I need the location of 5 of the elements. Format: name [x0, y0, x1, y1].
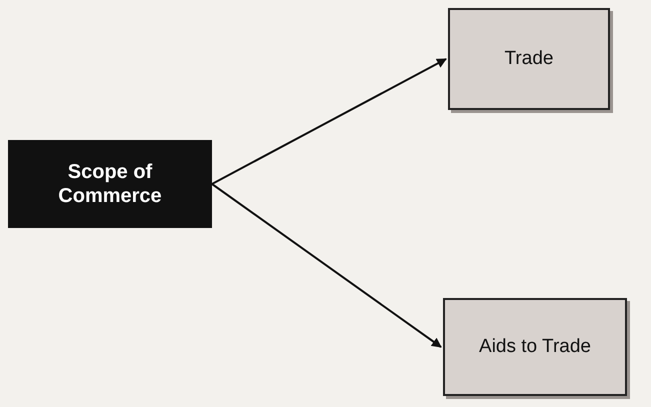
process-box: Scope of Commerce: [8, 140, 212, 228]
process-box: Aids to Trade: [443, 298, 627, 396]
process-box: Trade: [448, 8, 610, 110]
arrow: [211, 183, 442, 348]
arrow: [212, 58, 447, 185]
